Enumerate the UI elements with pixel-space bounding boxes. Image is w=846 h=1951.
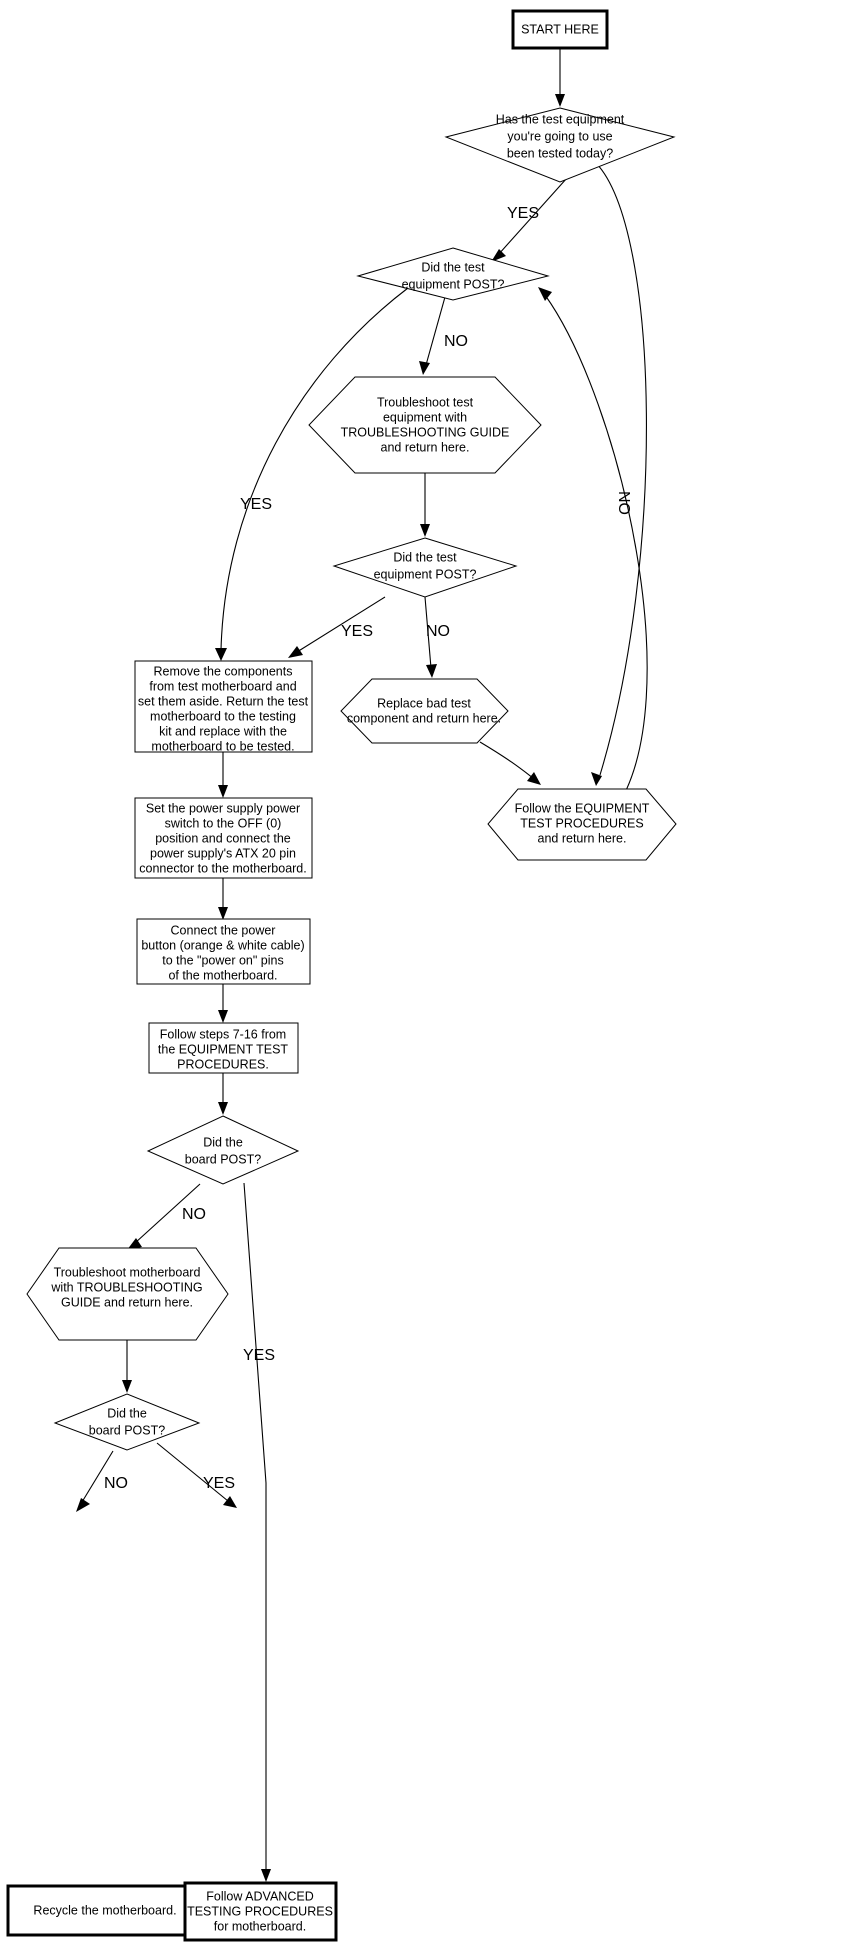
edge-label-test-post-1-no: NO (444, 333, 468, 350)
node-set-power-line-2: position and connect the (155, 831, 291, 845)
node-q-equipment-tested-line-0: Has the test equipment (496, 112, 625, 126)
node-replace-bad-component[interactable]: Replace bad test component and return he… (340, 678, 509, 744)
node-replace-line-1: component and return here. (347, 711, 501, 725)
edge-start-to-q-equipment-tested (555, 48, 565, 107)
node-troubleshoot-mb-line-2: GUIDE and return here. (61, 1295, 193, 1309)
edge-equipment-procedures-return (538, 287, 648, 811)
node-remove-line-1: from test motherboard and (149, 679, 296, 693)
edge-board-post-2-yes (156, 1442, 237, 1508)
node-advanced-line-1: TESTING PROCEDURES (187, 1904, 333, 1918)
edge-connect-button-to-steps (218, 983, 228, 1023)
node-follow-equipment-test-procedures[interactable]: Follow the EQUIPMENT TEST PROCEDURES and… (487, 788, 677, 861)
edge-label-test-post-2-no: NO (426, 623, 450, 640)
edge-set-power-to-connect-button (218, 878, 228, 920)
node-start[interactable]: START HERE (511, 9, 609, 50)
edge-label-test-post-2-yes: YES (341, 623, 373, 640)
node-follow-steps-7-16[interactable]: Follow steps 7-16 from the EQUIPMENT TES… (148, 1022, 299, 1074)
node-recycle-motherboard[interactable]: Recycle the motherboard. (6, 1884, 205, 1937)
edge-steps-to-board-post-1 (218, 1073, 228, 1115)
node-remove-line-0: Remove the components (154, 664, 293, 678)
node-q-board-post-1-line-0: Did the (203, 1135, 243, 1149)
node-follow-advanced-testing[interactable]: Follow ADVANCED TESTING PROCEDURES for m… (183, 1881, 338, 1942)
node-q-equipment-tested-line-2: been tested today? (507, 146, 613, 160)
node-follow-etp-line-1: TEST PROCEDURES (520, 816, 643, 830)
edge-test-post-2-no (424, 596, 437, 678)
edge-label-equipment-tested-no: NO (615, 491, 632, 515)
node-recycle-line-0: Recycle the motherboard. (33, 1903, 176, 1917)
node-q-board-post-1[interactable]: Did the board POST? (146, 1115, 300, 1185)
node-q-board-post-2-line-0: Did the (107, 1406, 147, 1420)
node-follow-etp-line-2: and return here. (538, 831, 627, 845)
node-set-power-supply[interactable]: Set the power supply power switch to the… (134, 797, 313, 879)
node-remove-line-2: set them aside. Return the test (138, 694, 309, 708)
node-troubleshoot-te-line-0: Troubleshoot test (377, 395, 474, 409)
node-q-test-equipment-post-2[interactable]: Did the test equipment POST? (332, 537, 518, 598)
edge-test-post-1-yes (215, 287, 409, 661)
edge-label-board-post-2-no: NO (104, 1475, 128, 1492)
node-remove-line-4: kit and replace with the (159, 724, 287, 738)
node-set-power-line-0: Set the power supply power (146, 801, 300, 815)
node-connect-line-1: button (orange & white cable) (141, 938, 304, 952)
edge-troubleshoot-to-post-2 (420, 473, 430, 537)
node-remove-line-5: motherboard to be tested. (151, 739, 294, 753)
node-steps-line-0: Follow steps 7-16 from (160, 1027, 286, 1041)
node-steps-line-2: PROCEDURES. (177, 1057, 269, 1071)
edge-label-test-post-1-yes: YES (240, 496, 272, 513)
edge-replace-to-equipment-procedures (479, 741, 541, 785)
node-q-equipment-tested-line-1: you're going to use (507, 129, 612, 143)
edge-equipment-tested-no (591, 162, 647, 786)
node-q-test-post-1-line-1: equipment POST? (402, 277, 505, 291)
node-q-test-post-2-line-0: Did the test (393, 550, 457, 564)
node-start-line-0: START HERE (521, 22, 599, 36)
edge-test-post-2-yes (288, 596, 386, 658)
node-troubleshoot-motherboard[interactable]: Troubleshoot motherboard with TROUBLESHO… (26, 1247, 229, 1341)
node-q-board-post-2[interactable]: Did the board POST? (53, 1393, 201, 1451)
node-connect-line-0: Connect the power (171, 923, 276, 937)
node-advanced-line-0: Follow ADVANCED (206, 1889, 313, 1903)
edge-board-post-2-no (76, 1450, 114, 1512)
node-set-power-line-1: switch to the OFF (0) (165, 816, 282, 830)
edge-label-board-post-1-no: NO (182, 1206, 206, 1223)
edge-remove-to-set-power (218, 752, 228, 798)
node-troubleshoot-te-line-2: TROUBLESHOOTING GUIDE (341, 425, 510, 439)
node-troubleshoot-te-line-3: and return here. (381, 440, 470, 454)
edge-board-post-1-no (127, 1183, 201, 1250)
edge-troubleshoot-mb-to-board-post-2 (122, 1340, 132, 1393)
node-steps-line-1: the EQUIPMENT TEST (158, 1042, 288, 1056)
node-follow-etp-line-0: Follow the EQUIPMENT (515, 801, 650, 815)
node-troubleshoot-mb-line-1: with TROUBLESHOOTING (50, 1280, 202, 1294)
node-connect-line-2: to the "power on" pins (162, 953, 283, 967)
node-troubleshoot-test-equipment[interactable]: Troubleshoot test equipment with TROUBLE… (308, 376, 542, 474)
node-set-power-line-3: power supply's ATX 20 pin (150, 846, 296, 860)
node-q-test-post-2-line-1: equipment POST? (374, 567, 477, 581)
node-troubleshoot-te-line-1: equipment with (383, 410, 467, 424)
node-advanced-line-2: for motherboard. (214, 1919, 306, 1933)
node-replace-line-0: Replace bad test (377, 696, 471, 710)
node-q-test-equipment-post-1[interactable]: Did the test equipment POST? (356, 247, 550, 301)
edge-label-board-post-1-yes: YES (243, 1347, 275, 1364)
node-remove-line-3: motherboard to the testing (150, 709, 296, 723)
node-connect-power-button[interactable]: Connect the power button (orange & white… (136, 918, 311, 985)
edge-label-board-post-2-yes: YES (203, 1475, 235, 1492)
node-remove-components[interactable]: Remove the components from test motherbo… (134, 660, 313, 753)
edge-label-equipment-tested-no-group: NO (615, 491, 632, 515)
edge-test-post-1-no (419, 296, 446, 375)
edge-board-post-1-yes (243, 1182, 271, 1882)
node-q-board-post-2-line-1: board POST? (89, 1423, 165, 1437)
node-q-board-post-1-line-1: board POST? (185, 1152, 261, 1166)
node-connect-line-3: of the motherboard. (168, 968, 277, 982)
node-set-power-line-4: connector to the motherboard. (139, 861, 306, 875)
edge-label-equipment-tested-yes: YES (507, 205, 539, 222)
node-q-equipment-tested[interactable]: Has the test equipment you're going to u… (444, 107, 676, 183)
edge-equipment-tested-yes (491, 177, 568, 262)
node-troubleshoot-mb-line-0: Troubleshoot motherboard (54, 1265, 201, 1279)
node-q-test-post-1-line-0: Did the test (421, 260, 485, 274)
